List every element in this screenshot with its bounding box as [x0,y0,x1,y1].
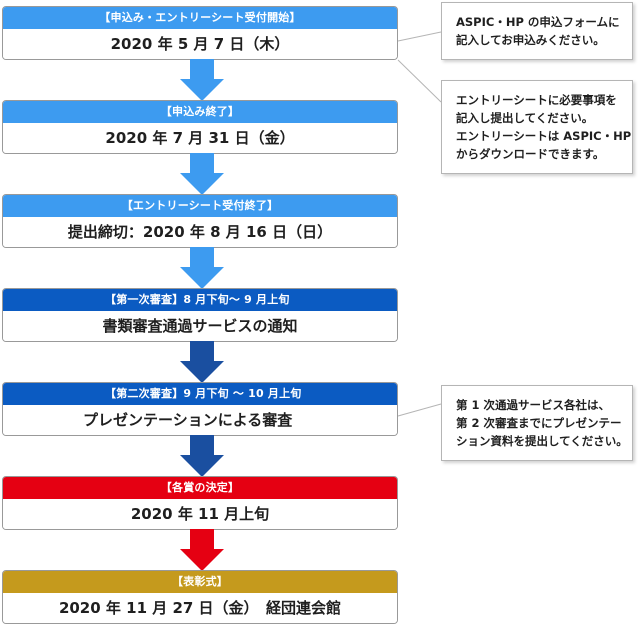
step-award-decision: 【各賞の決定】 2020 年 11 月上旬 [2,476,398,530]
note-line: 第 2 次審査までにプレゼンテー [456,416,622,430]
step-body: 2020 年 11 月上旬 [3,499,397,529]
step-header: 【第二次審査】9 月下旬 ～ 10 月上旬 [3,383,397,405]
note-line: 記入してお申込みください。 [456,33,605,47]
step-entry-sheet-end: 【エントリーシート受付終了】 提出締切：2020 年 8 月 16 日（日） [2,194,398,248]
down-arrow-icon [180,529,224,573]
down-arrow-icon [180,247,224,291]
step-body: 2020 年 7 月 31 日（金） [3,123,397,153]
note-presentation-materials: 第 1 次通過サービス各社は、 第 2 次審査までにプレゼンテー ション資料を提… [441,385,633,461]
step-header: 【各賞の決定】 [3,477,397,499]
step-body: プレゼンテーションによる審査 [3,405,397,435]
note-line: ASPIC・HP の申込フォームに [456,15,620,29]
note-application-form: ASPIC・HP の申込フォームに 記入してお申込みください。 [441,2,633,60]
note-line: からダウンロードできます。 [456,147,605,161]
step-header: 【申込み終了】 [3,101,397,123]
note-line: 記入し提出してください。 [456,111,594,125]
note-line: エントリーシートに必要事項を [456,93,617,107]
connector-line-1 [397,31,442,42]
step-header: 【申込み・エントリーシート受付開始】 [3,7,397,29]
step-body: 2020 年 5 月 7 日（木） [3,29,397,59]
note-line: ション資料を提出してください。 [456,434,628,448]
step-application-start: 【申込み・エントリーシート受付開始】 2020 年 5 月 7 日（木） [2,6,398,60]
note-entry-sheet: エントリーシートに必要事項を 記入し提出してください。 エントリーシートは AS… [441,80,633,174]
down-arrow-icon [180,435,224,479]
down-arrow-icon [180,153,224,197]
step-body: 書類審査通過サービスの通知 [3,311,397,341]
step-body: 2020 年 11 月 27 日（金） 経団連会館 [3,593,397,623]
connector-line-2 [397,59,442,103]
connector-line-3 [397,403,442,417]
step-award-ceremony: 【表彰式】 2020 年 11 月 27 日（金） 経団連会館 [2,570,398,624]
down-arrow-icon [180,59,224,103]
step-body: 提出締切：2020 年 8 月 16 日（日） [3,217,397,247]
step-second-review: 【第二次審査】9 月下旬 ～ 10 月上旬 プレゼンテーションによる審査 [2,382,398,436]
note-line: 第 1 次通過サービス各社は、 [456,398,611,412]
step-header: 【エントリーシート受付終了】 [3,195,397,217]
step-header: 【第一次審査】8 月下旬～ 9 月上旬 [3,289,397,311]
down-arrow-icon [180,341,224,385]
note-line: エントリーシートは ASPIC・HP [456,129,632,143]
step-application-end: 【申込み終了】 2020 年 7 月 31 日（金） [2,100,398,154]
step-first-review: 【第一次審査】8 月下旬～ 9 月上旬 書類審査通過サービスの通知 [2,288,398,342]
step-header: 【表彰式】 [3,571,397,593]
